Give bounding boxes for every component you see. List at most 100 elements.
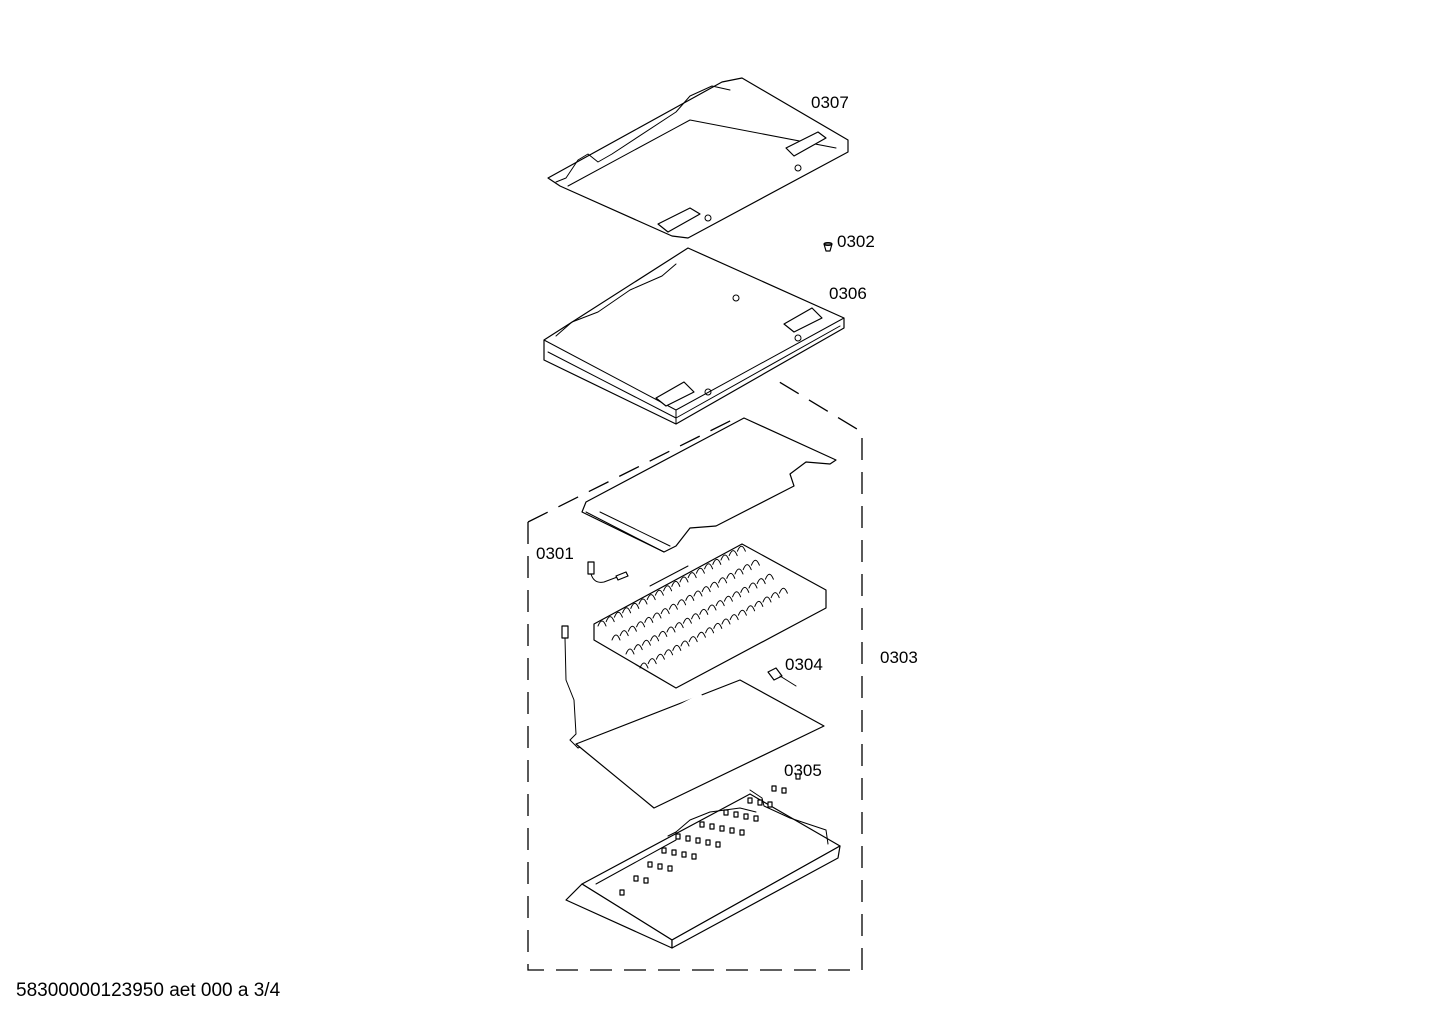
tray-bump xyxy=(691,853,697,860)
evaporator-fin xyxy=(613,611,623,618)
evaporator-fin xyxy=(597,620,607,627)
evaporator-fin xyxy=(682,617,692,624)
evaporator-fin xyxy=(641,639,651,646)
evaporator-fin xyxy=(646,594,656,601)
evaporator-fin xyxy=(721,618,731,625)
assembly-0303-boundary xyxy=(527,379,863,971)
tray-bump xyxy=(739,829,745,836)
heater-slot-inner xyxy=(610,694,702,744)
evaporator-fin xyxy=(707,604,717,611)
heater-slots xyxy=(610,694,782,784)
evaporator-fin xyxy=(630,602,640,609)
tray-bump xyxy=(715,841,721,848)
tray-bump xyxy=(619,889,625,896)
part-0306-insulation-board xyxy=(543,247,845,425)
evaporator-fin xyxy=(627,625,637,632)
tray-bump xyxy=(685,835,691,842)
heater-slot-inner xyxy=(630,704,722,754)
evaporator-fin xyxy=(663,585,673,592)
evaporator-fin xyxy=(622,607,632,614)
evaporator-fin xyxy=(750,559,760,566)
evaporator-fin xyxy=(638,598,648,605)
evaporator-fin xyxy=(737,609,747,616)
evaporator-fin xyxy=(674,622,684,629)
label-0304: 0304 xyxy=(785,655,823,674)
evaporator-fin xyxy=(705,627,715,634)
evaporator-fin xyxy=(664,649,674,656)
evaporator-fin xyxy=(746,605,756,612)
tray-bump xyxy=(657,863,663,870)
label-0305: 0305 xyxy=(784,761,822,780)
tray-bump xyxy=(729,827,735,834)
evaporator-fin xyxy=(660,608,670,615)
evaporator-fin xyxy=(770,592,780,599)
evaporator-fin xyxy=(677,599,687,606)
evaporator-fin xyxy=(639,662,649,669)
tray-bump xyxy=(705,839,711,846)
evaporator-fin xyxy=(709,581,719,588)
tray-bump xyxy=(747,797,753,804)
heater-slot-inner xyxy=(690,734,782,784)
evaporator-fin xyxy=(633,644,643,651)
evaporator-fin xyxy=(701,586,711,593)
evaporator-fin xyxy=(715,600,725,607)
tray-bump xyxy=(757,799,763,806)
evaporator-fin xyxy=(696,631,706,638)
evaporator-fin xyxy=(732,591,742,598)
evaporator-fin xyxy=(729,614,739,621)
evaporator-fin xyxy=(654,589,664,596)
part-0305-heater-plate xyxy=(575,679,825,809)
evaporator-fin xyxy=(728,550,738,557)
label-0306: 0306 xyxy=(829,284,867,303)
tray-bumps xyxy=(619,773,801,896)
evaporator-fin xyxy=(679,576,689,583)
tray-bump xyxy=(723,809,729,816)
heater-slot-inner xyxy=(670,724,762,774)
evaporator-fin xyxy=(764,573,774,580)
evaporator-fin xyxy=(734,568,744,575)
evaporator-fin xyxy=(655,653,665,660)
evaporator-fin xyxy=(693,590,703,597)
evaporator-fin xyxy=(671,580,681,587)
evaporator-fin xyxy=(718,577,728,584)
part-evaporator-coil xyxy=(593,543,827,689)
evaporator-fin xyxy=(726,572,736,579)
evaporator-fin xyxy=(605,616,615,623)
assembly-0303-boundary-diagonal xyxy=(527,415,741,523)
tray-bump xyxy=(709,823,715,830)
label-0307: 0307 xyxy=(811,93,849,112)
evaporator-fin xyxy=(666,626,676,633)
tray-bump xyxy=(699,821,705,828)
evaporator-fin xyxy=(687,572,697,579)
evaporator-fin xyxy=(754,600,764,607)
tray-bump xyxy=(675,833,681,840)
evaporator-fin xyxy=(685,594,695,601)
evaporator-fin xyxy=(688,636,698,643)
evaporator-fin xyxy=(644,616,654,623)
tray-bump xyxy=(719,825,725,832)
evaporator-fin xyxy=(704,563,714,570)
evaporator-fin xyxy=(650,635,660,642)
tray-bump xyxy=(781,787,787,794)
evaporator-fin xyxy=(723,595,733,602)
evaporator-fin xyxy=(611,634,621,641)
tray-bump xyxy=(767,801,773,808)
evaporator-fin xyxy=(658,630,668,637)
evaporator-fin xyxy=(748,582,758,589)
evaporator-fin xyxy=(736,545,746,552)
evaporator-fin xyxy=(699,608,709,615)
tray-bump xyxy=(695,837,701,844)
tray-bump xyxy=(643,877,649,884)
evaporator-fin xyxy=(740,586,750,593)
evaporator-fin xyxy=(652,612,662,619)
part-0301-sensor xyxy=(587,561,629,583)
label-0303: 0303 xyxy=(880,648,918,667)
tray-bump xyxy=(681,851,687,858)
evaporator-fin xyxy=(691,613,701,620)
evaporator-fin xyxy=(712,558,722,565)
tray-bump xyxy=(771,785,777,792)
drawing-reference: 58300000123950 aet 000 a 3/4 xyxy=(16,980,281,1001)
evaporator-fin xyxy=(647,658,657,665)
evaporator-fin xyxy=(695,567,705,574)
